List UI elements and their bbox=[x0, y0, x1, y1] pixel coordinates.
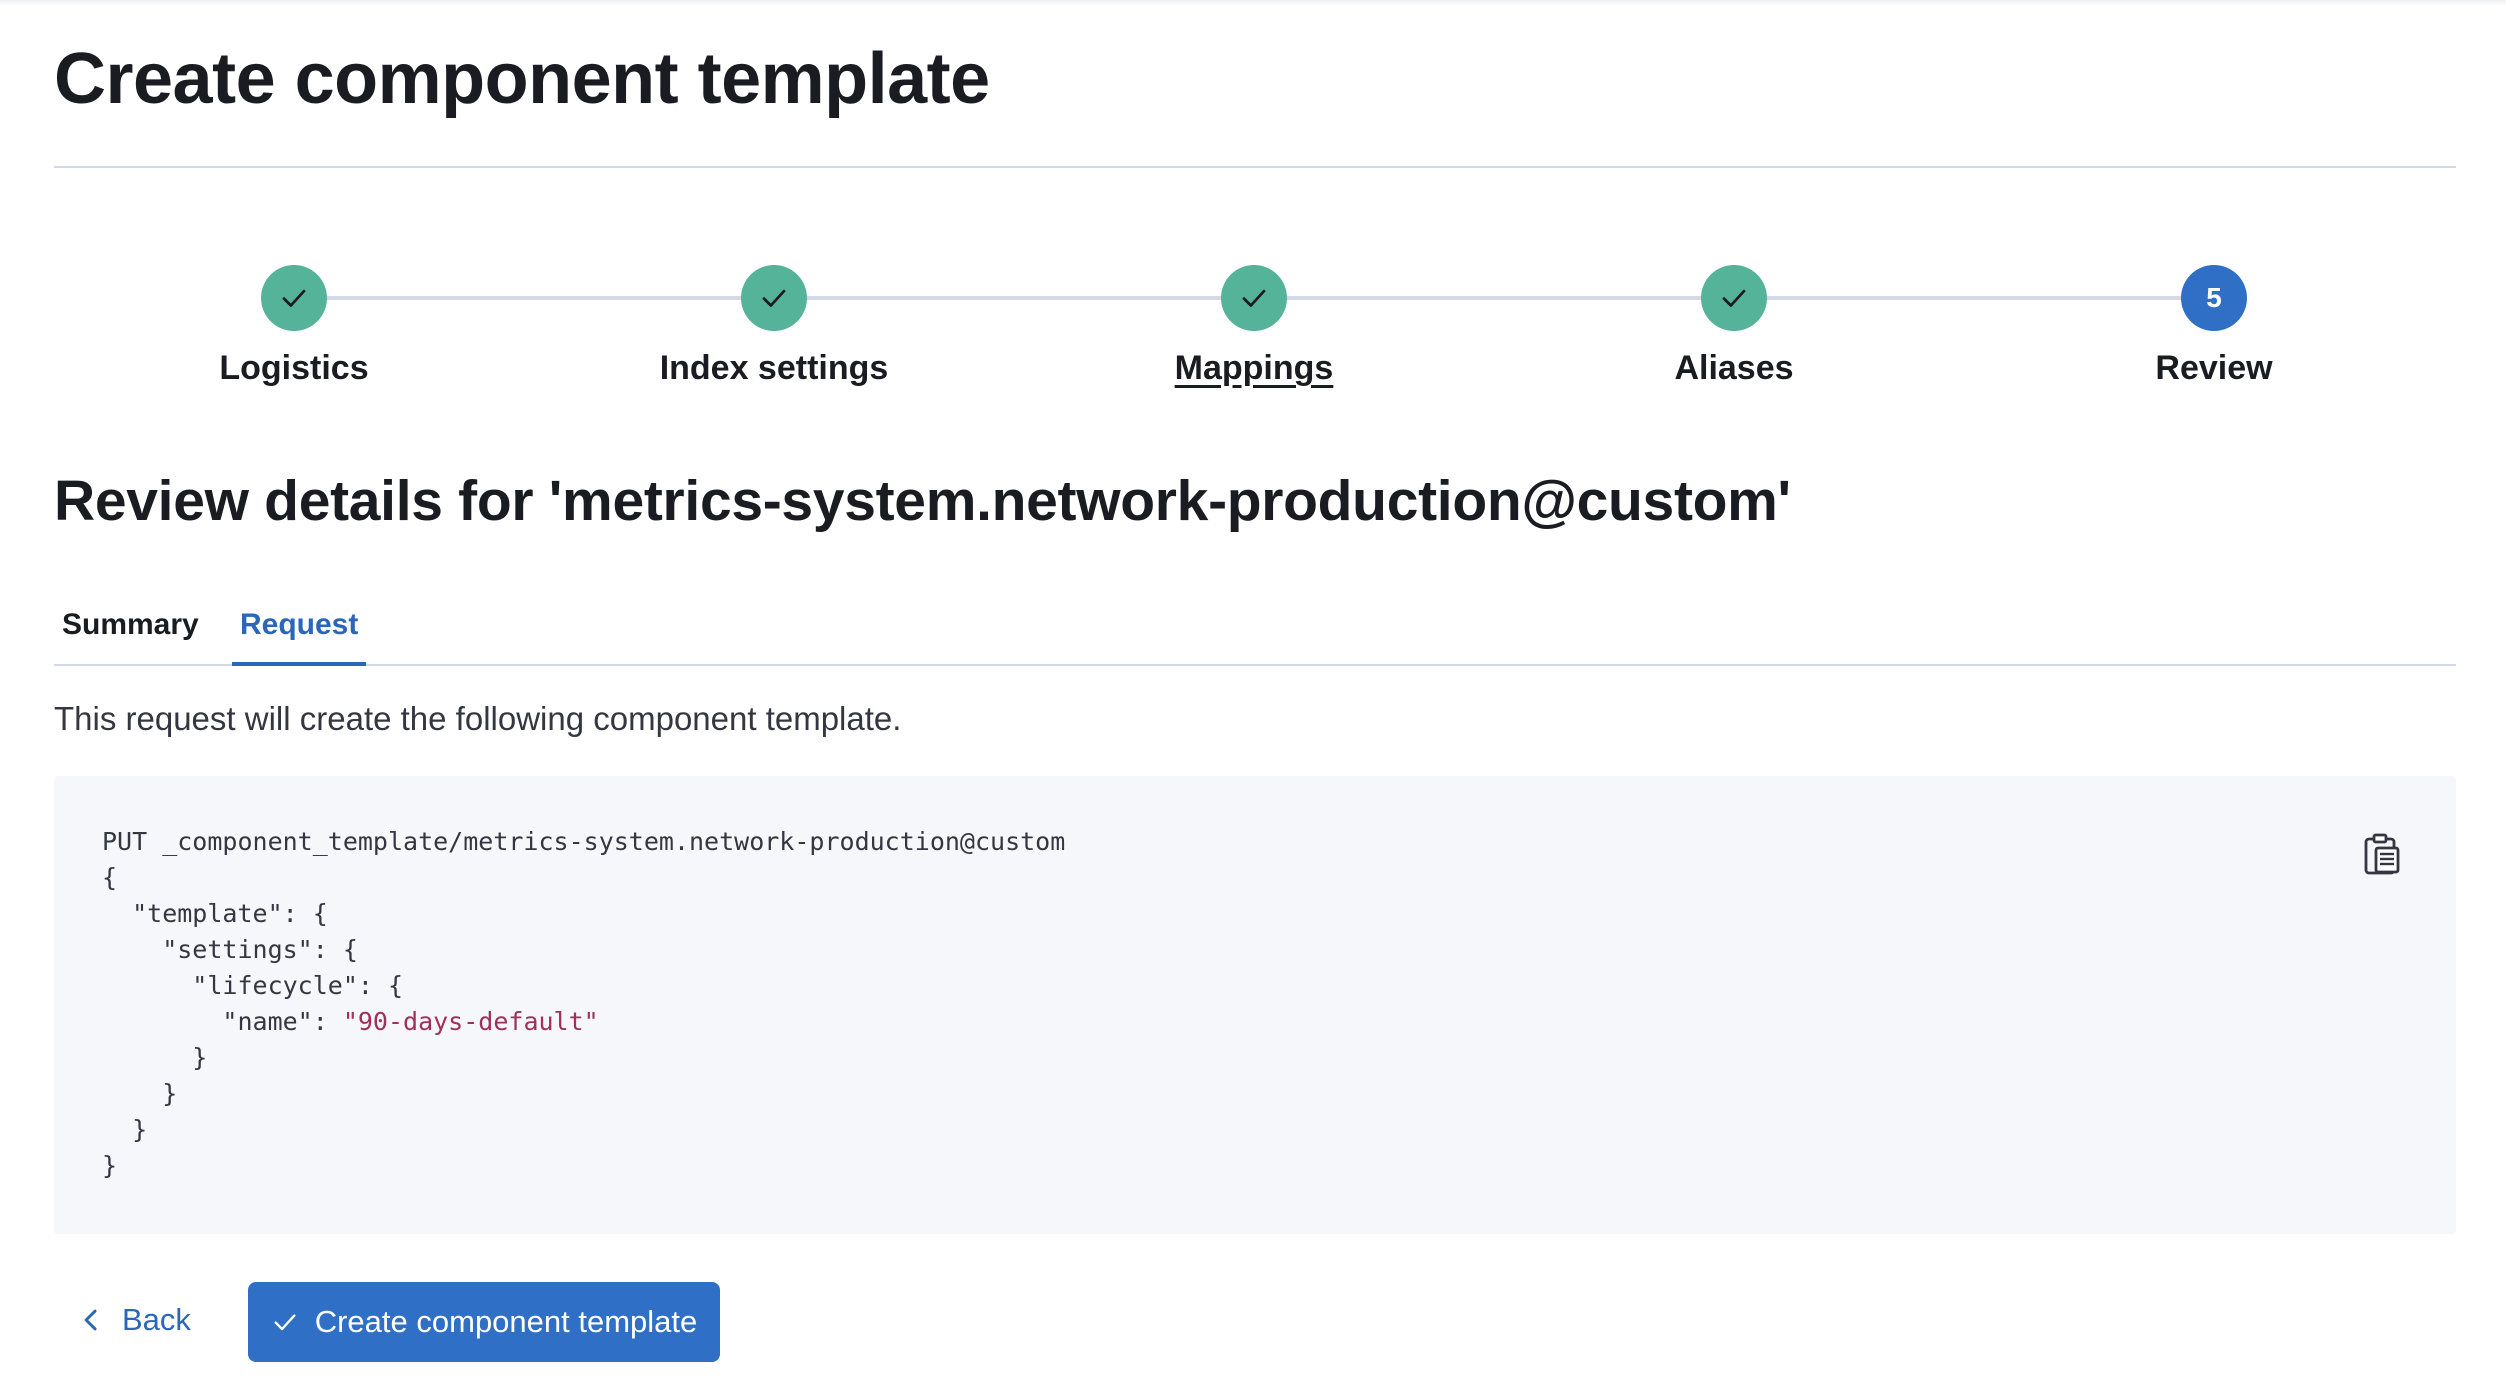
step-mappings[interactable]: Mappings bbox=[1054, 262, 1454, 388]
steps-progress: Logistics Index settings Mappings Aliase… bbox=[54, 262, 2456, 402]
create-component-template-button[interactable]: Create component template bbox=[248, 1282, 720, 1362]
check-icon bbox=[1722, 289, 1746, 307]
step-complete-marker bbox=[741, 265, 807, 331]
step-index-settings[interactable]: Index settings bbox=[574, 262, 974, 388]
create-button-label: Create component template bbox=[314, 1304, 698, 1339]
top-shadow bbox=[0, 0, 2506, 6]
step-logistics[interactable]: Logistics bbox=[94, 262, 494, 388]
step-complete-marker bbox=[261, 265, 327, 331]
check-icon bbox=[274, 1314, 296, 1331]
title-divider bbox=[54, 166, 2456, 168]
request-code-block: PUT _component_template/metrics-system.n… bbox=[54, 776, 2456, 1234]
page-title: Create component template bbox=[54, 39, 990, 119]
step-label: Mappings bbox=[1174, 349, 1334, 387]
code-line: } bbox=[102, 1043, 208, 1072]
code-line: } bbox=[102, 1115, 148, 1144]
step-review[interactable]: 5 Review bbox=[2014, 262, 2414, 388]
request-description: This request will create the following c… bbox=[54, 700, 902, 737]
step-label: Index settings bbox=[659, 349, 889, 387]
step-complete-marker bbox=[1221, 265, 1287, 331]
step-label: Logistics bbox=[219, 349, 369, 387]
step-label: Aliases bbox=[1674, 349, 1794, 387]
code-line: PUT _component_template/metrics-system.n… bbox=[102, 827, 1066, 856]
step-aliases[interactable]: Aliases bbox=[1534, 262, 1934, 388]
code-line: } bbox=[102, 1151, 118, 1180]
review-tabs: Summary Request bbox=[54, 590, 2456, 666]
code-line-name: "name": "90-days-default" bbox=[102, 1004, 1065, 1040]
request-code: PUT _component_template/metrics-system.n… bbox=[102, 824, 1065, 1184]
chevron-left-icon bbox=[84, 1309, 97, 1331]
code-line: { bbox=[102, 863, 118, 892]
code-line: "lifecycle": { bbox=[102, 971, 404, 1000]
check-icon bbox=[762, 289, 786, 307]
code-line: "template": { bbox=[102, 899, 328, 928]
tab-summary[interactable]: Summary bbox=[62, 608, 199, 641]
code-line: "settings": { bbox=[102, 935, 358, 964]
code-line: } bbox=[102, 1079, 178, 1108]
back-button-label: Back bbox=[122, 1302, 191, 1337]
clipboard-icon bbox=[2364, 833, 2400, 875]
step-complete-marker bbox=[1701, 265, 1767, 331]
code-key: "name": bbox=[102, 1007, 343, 1036]
review-heading: Review details for 'metrics-system.netwo… bbox=[54, 469, 1791, 533]
copy-button[interactable] bbox=[2362, 832, 2402, 876]
tab-request[interactable]: Request bbox=[232, 608, 367, 666]
code-string-value: "90-days-default" bbox=[342, 1007, 599, 1036]
check-icon bbox=[282, 289, 306, 307]
check-icon bbox=[1242, 289, 1266, 307]
step-label: Review bbox=[2155, 349, 2273, 387]
back-button[interactable]: Back bbox=[66, 1290, 203, 1350]
step-number-marker: 5 bbox=[2181, 265, 2247, 331]
